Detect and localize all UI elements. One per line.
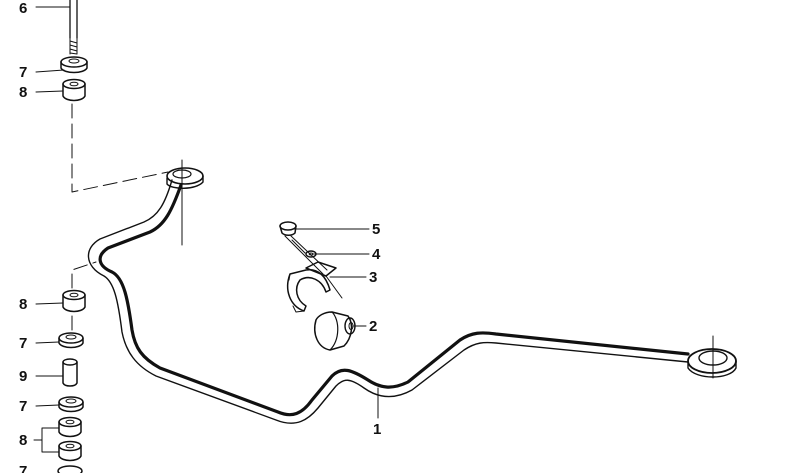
- callout-5: 5: [372, 221, 380, 238]
- upper-assembly-line: [71, 103, 169, 193]
- stabilizer-bar: [87, 179, 690, 424]
- lower-assembly-line: [71, 261, 97, 289]
- callout-7: 7: [19, 64, 27, 81]
- left-end-eye: [166, 159, 204, 246]
- callout-6: 6: [19, 0, 27, 17]
- rubber-mount: [314, 311, 356, 351]
- callout-4: 4: [372, 246, 381, 263]
- callout-8-lower: 8: [19, 296, 27, 313]
- callout-9: 9: [19, 368, 27, 385]
- upper-link-rod: [69, 0, 78, 55]
- upper-washer: [60, 56, 88, 74]
- lower-washer-b: [58, 396, 84, 413]
- callout-3: 3: [369, 269, 377, 286]
- spacer-sleeve: [62, 358, 78, 387]
- right-end-eye: [687, 335, 737, 379]
- bolt: [279, 221, 328, 275]
- bracket-clamp: [286, 261, 343, 313]
- leader-lines: [33, 6, 379, 453]
- lower-washer-a: [58, 332, 84, 349]
- callout-2: 2: [369, 318, 377, 335]
- callout-7-bottom: 7: [19, 463, 27, 473]
- lower-bushing-pair: [58, 416, 82, 462]
- lower-rubber-bushing: [62, 289, 86, 313]
- callout-7-lower-a: 7: [19, 335, 27, 352]
- upper-rubber-bushing: [62, 78, 86, 102]
- bottom-washer: [57, 465, 83, 473]
- callout-8: 8: [19, 84, 27, 101]
- callout-7-lower-b: 7: [19, 398, 27, 415]
- callout-8-pair: 8: [19, 432, 27, 449]
- callout-1: 1: [373, 421, 381, 438]
